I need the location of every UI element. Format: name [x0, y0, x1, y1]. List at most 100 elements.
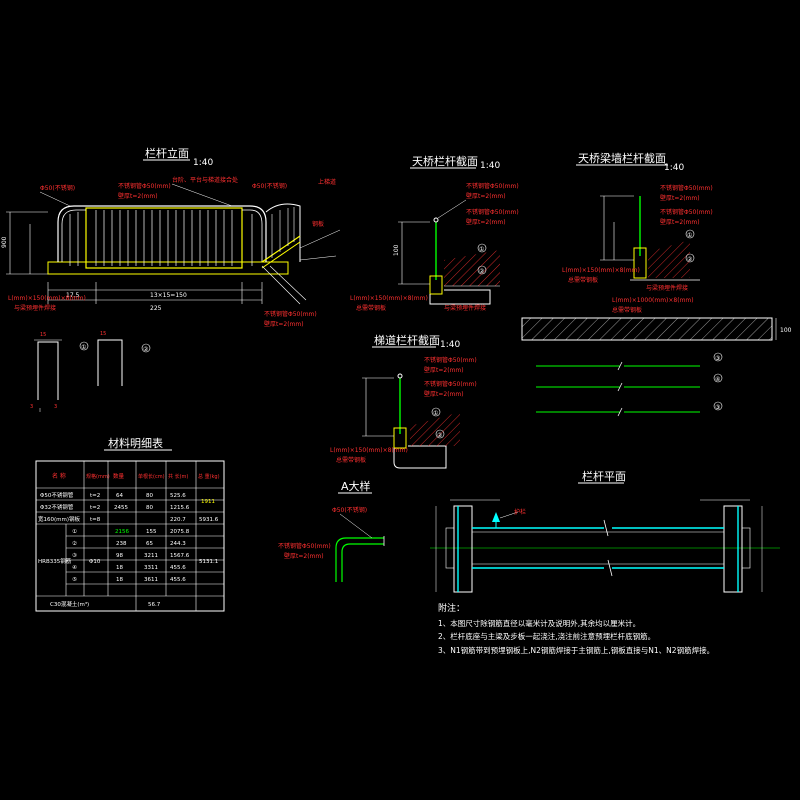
table-cell: ②	[72, 540, 77, 547]
label-handrail-right: Φ50(不锈钢)	[252, 182, 287, 190]
elevation-view: 栏杆立面 1:40	[1, 146, 336, 328]
parapet-label-wall2: 壁厚t=2(mm)	[660, 218, 700, 226]
table-cell: 3611	[144, 577, 158, 583]
ramp-section-scale: 1:40	[440, 340, 460, 350]
label-embed: L(mm)×150(mm)×8(mm)	[8, 295, 86, 302]
notes-block: 附注： 1、本图尺寸除钢筋直径以毫米计及说明外,其余均以厘米计。 2、栏杆底座与…	[438, 603, 798, 657]
bridge-rebar-2: ②	[479, 268, 485, 275]
table-cell: ③	[72, 553, 77, 559]
bridge-section-scale: 1:40	[480, 161, 500, 171]
bridge-label-wall: 壁厚t=2(mm)	[466, 192, 506, 200]
parapet-embed: L(mm)×150(mm)×8(mm)	[562, 267, 640, 274]
bridge-weld: 与梁预埋件焊接	[444, 304, 486, 312]
table-cell: 80	[146, 505, 153, 511]
ramp-section-title: 梯道栏杆截面	[374, 333, 440, 347]
bridge-dim: 100	[393, 244, 400, 256]
table-cell: 155	[146, 529, 157, 535]
detail-a-post: 不锈钢管Φ50(mm)	[278, 542, 331, 550]
table-header-spec: 规格(mm)	[86, 473, 110, 480]
rebar-line-5: ③	[715, 404, 720, 411]
label-wall-bottom: 壁厚t=2(mm)	[264, 320, 304, 328]
bridge-label-post: 不锈钢管Φ50(mm)	[466, 208, 519, 216]
table-header-name: 名 称	[52, 472, 66, 480]
table-cell: 宽160(mm)钢板	[38, 515, 81, 523]
rebar-sketches	[34, 339, 123, 412]
plan-title: 栏杆平面	[582, 469, 626, 483]
railing-panel	[85, 207, 243, 269]
svg-text:15: 15	[100, 331, 106, 337]
rebar-1-tag: ①	[81, 344, 86, 351]
plate-strip: 100 L(mm)×1000(mm)×8(mm) 总需带钢板	[521, 297, 792, 341]
table-header-weight: 总 重(kg)	[198, 473, 220, 480]
table-cell: 525.6	[170, 493, 186, 499]
label-plate: 钢板	[312, 220, 324, 228]
ramp-embed: L(mm)×150(mm)×8(mm)	[330, 447, 408, 454]
table-cell: 80	[146, 493, 153, 499]
table-cell: 2075.8	[170, 529, 190, 535]
rebar-line-4: ④	[715, 376, 720, 383]
label-post: 不锈钢管Φ50(mm)	[118, 182, 171, 190]
svg-text:15: 15	[40, 332, 46, 338]
table-cell: 3211	[144, 553, 158, 559]
handrail	[57, 205, 267, 262]
elevation-title: 栏杆立面	[145, 146, 189, 160]
table-concrete-value: 56.7	[148, 602, 161, 608]
detail-a-title: A大样	[341, 479, 371, 493]
plate-dim: 100	[780, 327, 792, 334]
bridge-rebar-1: ①	[479, 246, 484, 253]
materials-table: 材料明细表 名 称 规格(mm) 数量 单根长(cm) 共 长(m)	[35, 436, 225, 612]
table-header-qty: 数量	[113, 472, 125, 480]
parapet-section-title: 天桥梁墙栏杆截面	[578, 151, 666, 165]
table-cell: 98	[116, 553, 123, 559]
parapet-weld: 与梁预埋件焊接	[646, 284, 688, 292]
bridge-embed-note: 总需带钢板	[356, 304, 386, 312]
parapet-embed-note: 总需带钢板	[568, 276, 598, 284]
table-cell: 2455	[114, 505, 128, 511]
rebar-lines: ③ ④ ③	[536, 352, 723, 417]
dim-elev-total: 225	[150, 305, 162, 312]
plate-label-note: 总需带钢板	[612, 306, 642, 314]
bridge-embed: L(mm)×150(mm)×8(mm)	[350, 295, 428, 302]
table-cell: 238	[116, 541, 127, 547]
notes-title: 附注：	[438, 604, 466, 614]
table-cell: 455.6	[170, 577, 186, 583]
table-rebar-group: HRB335钢筋	[38, 557, 72, 565]
dim-elev-height: 900	[1, 236, 8, 248]
plan-view: 栏杆平面 护栏	[430, 469, 780, 593]
svg-text:3: 3	[30, 404, 33, 410]
table-header-total: 共 长(m)	[168, 473, 188, 480]
ramp-label-wall2: 壁厚t=2(mm)	[424, 390, 464, 398]
ramp-section-view: 梯道栏杆截面 1:40 不锈钢管Φ50(mm) 壁厚t=2(mm) 不锈钢管Φ5…	[330, 333, 477, 469]
dim-elev-span: 13×15=150	[150, 292, 187, 299]
table-cell: 18	[116, 565, 123, 571]
table-header-len: 单根长(cm)	[138, 473, 165, 480]
parapet-label-handrail: 不锈钢管Φ50(mm)	[660, 184, 713, 192]
label-wall: 壁厚t=2(mm)	[118, 192, 158, 200]
table-cell: ①	[72, 529, 77, 535]
plate-label: L(mm)×1000(mm)×8(mm)	[612, 297, 694, 304]
materials-title: 材料明细表	[108, 436, 163, 450]
table-cell: 1567.6	[170, 553, 190, 559]
note-item-2: 2、栏杆底座与主梁及步板一起浇注,浇注前注意预埋栏杆底钢筋。	[438, 632, 656, 641]
table-cell: ⑤	[72, 577, 77, 583]
parapet-label-wall: 壁厚t=2(mm)	[660, 194, 700, 202]
table-rebar-spec: Φ10	[89, 559, 101, 565]
table-cell: 244.3	[170, 541, 186, 547]
table-cell: t=8	[90, 517, 101, 523]
label-post-bottom: 不锈钢管Φ50(mm)	[264, 310, 317, 318]
rebar-line-3: ③	[715, 355, 720, 362]
table-cell: 5931.6	[199, 517, 219, 523]
balusters	[69, 210, 253, 266]
table-cell: t=2	[90, 505, 100, 511]
table-rebar-weight: 5131.1	[199, 559, 218, 565]
elevation-scale: 1:40	[193, 158, 213, 168]
label-platform: 台阶、平台与梯道接合处	[172, 176, 238, 184]
table-cell: 2156	[115, 529, 129, 535]
plan-label-guard: 护栏	[514, 508, 526, 516]
table-cell: 220.7	[170, 517, 186, 523]
note-item-1: 1、本图尺寸除钢筋直径以毫米计及说明外,其余均以厘米计。	[438, 618, 641, 628]
table-cell: 65	[146, 541, 153, 547]
svg-text:3: 3	[54, 404, 57, 410]
detail-a-view: A大样 Φ50(不锈钢) 不锈钢管Φ50(mm) 壁厚t=2(mm)	[278, 479, 385, 582]
table-cell: 1911	[201, 499, 215, 505]
